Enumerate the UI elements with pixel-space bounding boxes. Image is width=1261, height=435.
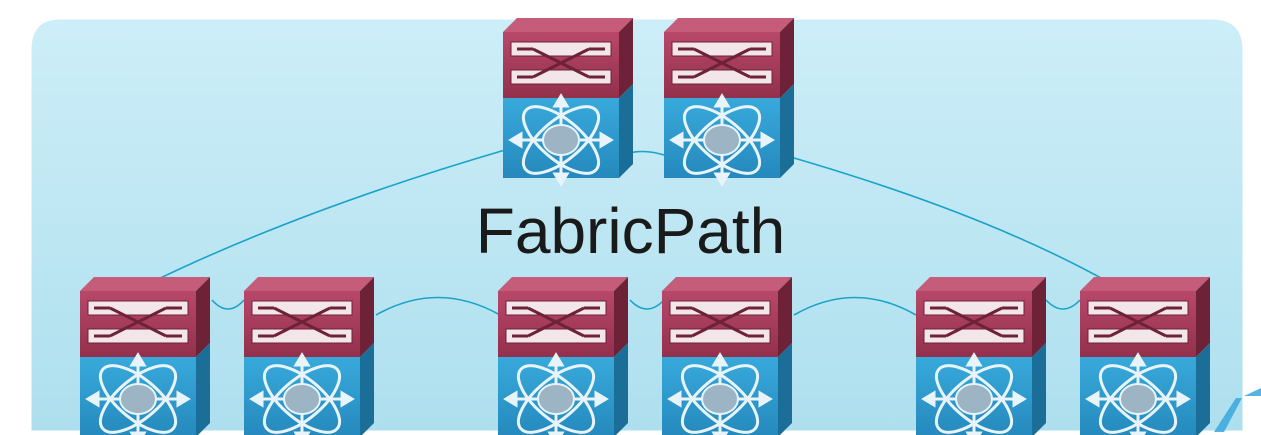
link-spine2-leaf6 [765,149,1111,284]
leaf-switch-4-icon [660,275,794,435]
link-leaf5-leaf6 [1045,299,1081,310]
fabric-cloud [28,16,1246,434]
link-leaf4-leaf5 [793,296,917,316]
leaf-switch-5-icon [914,275,1048,435]
link-spine1-leaf1 [149,149,506,284]
fabric-links [149,149,1111,316]
leaf-switch-2-icon [242,275,376,435]
corner-swoosh-icon [1214,388,1261,432]
link-leaf2-leaf3 [375,296,501,316]
leaf-switch-1-icon [78,275,212,435]
spine-switch-1-icon [501,16,635,187]
link-leaf3-leaf4 [629,299,665,310]
spine-switch-2-icon [662,16,796,187]
leaf-switch-6-icon [1078,275,1212,435]
leaf-switch-3-icon [496,275,630,435]
link-leaf1-leaf2 [211,299,245,310]
